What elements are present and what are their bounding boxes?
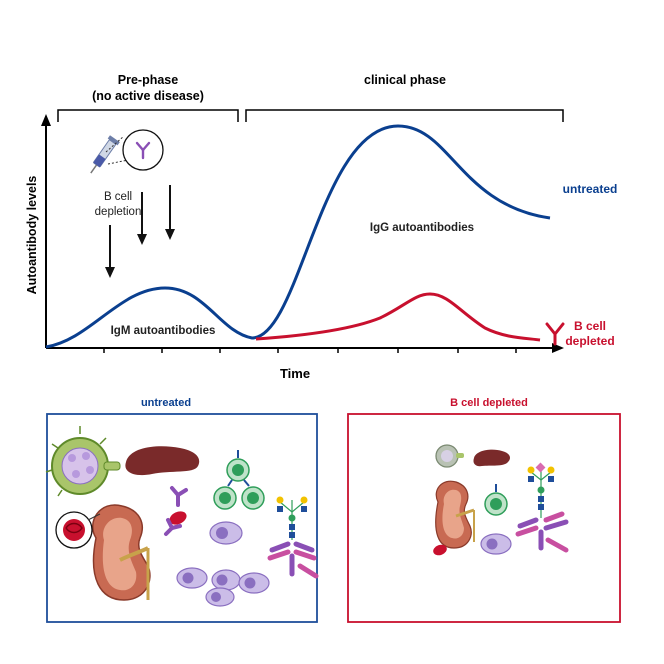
b-cell-depleted-label-line2: depleted <box>565 334 614 348</box>
red-blood-cell-small-icon <box>433 544 447 556</box>
b-cell-depletion-label-line2: depletion <box>95 206 142 218</box>
b-cell-icons <box>213 450 265 510</box>
zoom-lines <box>105 135 129 165</box>
pre-phase-subtitle: (no active disease) <box>92 89 204 103</box>
x-axis-label: Time <box>280 366 310 381</box>
b-cell-small-icon <box>484 484 508 516</box>
clinical-phase-title: clinical phase <box>364 73 446 87</box>
red-blood-cell-icon <box>169 511 187 525</box>
pre-phase-title: Pre-phase <box>118 73 178 87</box>
y-axis <box>41 114 51 348</box>
untreated-curve-label: untreated <box>563 182 618 196</box>
lymph-node-small-icon <box>435 444 464 468</box>
b-cell-depleted-label-line1: B cell <box>574 319 606 333</box>
pre-phase-bracket <box>57 109 239 122</box>
igg-antibody-right <box>515 511 569 553</box>
magnified-antibody-circle <box>122 129 164 171</box>
b-cell-depleted-panel-title: B cell depleted <box>450 397 528 409</box>
plasma-cell-small-icon <box>480 533 512 555</box>
plasma-cell-icons <box>176 521 270 607</box>
syringe-icon <box>90 135 120 174</box>
x-axis <box>46 343 564 353</box>
spleen-small-icon <box>473 449 510 467</box>
b-cell-depleted-panel <box>347 413 621 623</box>
igm-label: IgM autoantibodies <box>111 325 216 337</box>
untreated-curve <box>45 124 551 349</box>
b-cell-depleted-curve <box>255 292 541 342</box>
y-axis-label: Autoantibody levels <box>25 176 39 295</box>
glycan-chain-left <box>276 496 308 540</box>
clinical-phase-bracket <box>245 109 564 122</box>
igg-label: IgG autoantibodies <box>370 222 474 234</box>
kidney-icon <box>91 504 151 601</box>
antibody-cluster-left <box>164 486 188 536</box>
igg-antibody-left <box>267 541 319 579</box>
glomerulus-zoom-icon <box>55 511 101 549</box>
untreated-panel-title: untreated <box>141 397 191 409</box>
antibody-red-icon <box>545 322 565 346</box>
glycan-chain-right <box>527 462 555 518</box>
depletion-arrows <box>105 185 175 278</box>
lymph-node-icon <box>45 426 121 497</box>
kidney-small-icon <box>435 480 475 549</box>
b-cell-depletion-label-line1: B cell <box>104 191 132 203</box>
spleen-icon <box>125 446 200 476</box>
